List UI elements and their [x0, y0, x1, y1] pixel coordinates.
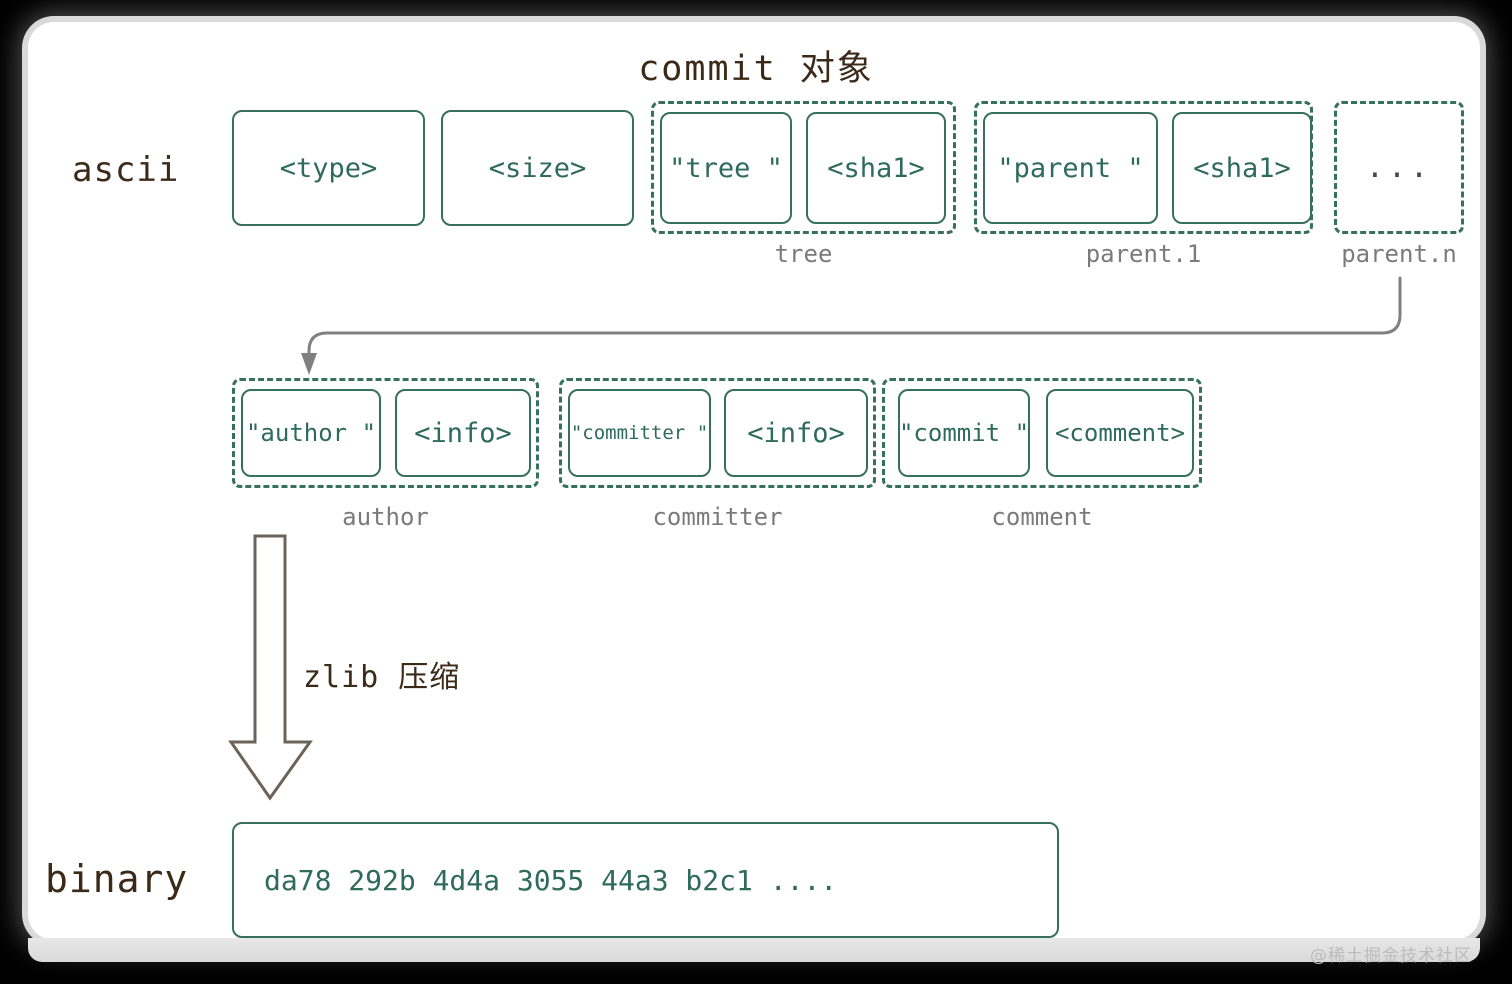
group-label-parent-1: parent.1 — [1085, 240, 1202, 268]
cell-parent-key[interactable]: "parent " — [983, 112, 1158, 224]
card-bottom-strip — [28, 938, 1480, 962]
cell-size[interactable]: <size> — [441, 110, 634, 226]
group-committer — [559, 378, 876, 488]
cell-tree-sha1[interactable]: <sha1> — [806, 112, 946, 224]
row-label-ascii: ascii — [72, 150, 180, 190]
cell-author-key[interactable]: "author " — [241, 389, 381, 477]
cell-parent-sha1[interactable]: <sha1> — [1172, 112, 1312, 224]
group-parent-n[interactable]: ... — [1334, 101, 1464, 234]
cell-committer-info[interactable]: <info> — [724, 389, 868, 477]
group-comment — [882, 378, 1202, 488]
cell-binary-value[interactable]: da78 292b 4d4a 3055 44a3 b2c1 .... — [232, 822, 1059, 938]
cell-comment-key[interactable]: "commit " — [898, 389, 1030, 477]
group-label-author: author — [342, 503, 429, 531]
group-label-parent-n: parent.n — [1341, 240, 1457, 268]
cell-author-info[interactable]: <info> — [395, 389, 531, 477]
group-label-committer: committer — [652, 503, 783, 531]
cell-committer-key[interactable]: "committer " — [568, 389, 711, 477]
group-author — [232, 378, 539, 488]
cell-comment-value[interactable]: <comment> — [1046, 389, 1194, 477]
row-label-binary: binary — [45, 857, 189, 901]
group-label-tree: tree — [774, 240, 833, 268]
page-title: commit 对象 — [638, 49, 874, 89]
cell-tree-key[interactable]: "tree " — [660, 112, 792, 224]
group-tree — [651, 101, 956, 234]
watermark: @稀土掘金技术社区 — [1310, 946, 1472, 966]
cell-type[interactable]: <type> — [232, 110, 425, 226]
group-label-comment: comment — [991, 503, 1093, 531]
zlib-annotation: zlib 压缩 — [303, 660, 461, 695]
